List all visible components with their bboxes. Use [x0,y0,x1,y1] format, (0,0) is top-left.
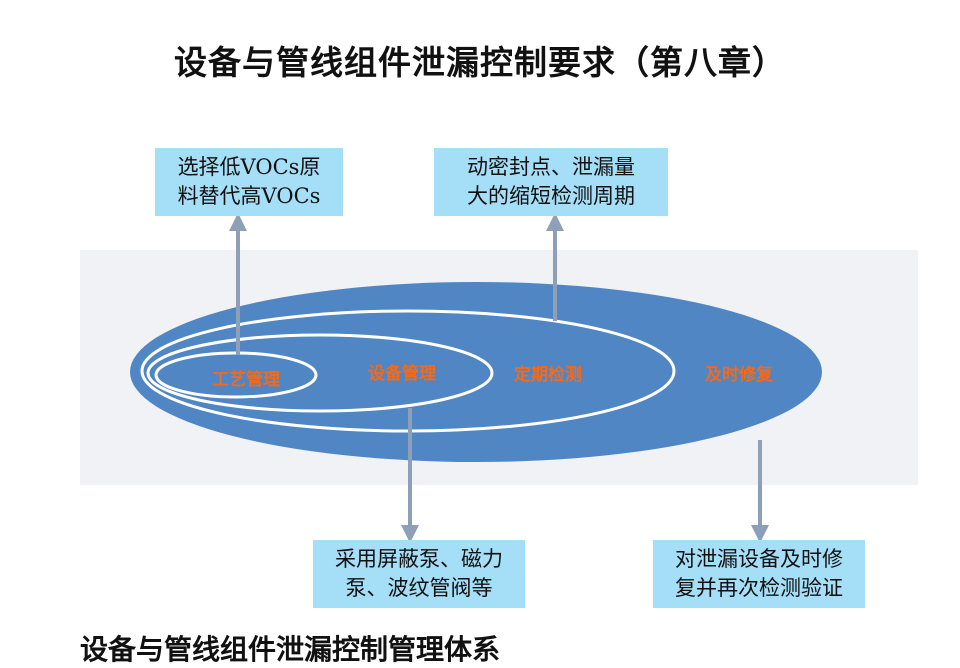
outer-ellipse-repair [130,282,822,462]
label-equipment-management: 设备管理 [368,364,436,384]
box-line: 采用屏蔽泵、磁力 [335,547,503,571]
box-line: 动密封点、泄漏量 [467,155,635,179]
box-line: 复并再次检测验证 [675,576,843,600]
box-low-voc-substitute: 选择低VOCs原 料替代高VOCs [155,148,343,216]
ring-equipment [146,333,494,413]
box-repair-and-verify: 对泄漏设备及时修 复并再次检测验证 [653,540,865,608]
box-shorten-inspection-cycle: 动密封点、泄漏量 大的缩短检测周期 [434,148,668,216]
box-line: 对泄漏设备及时修 [675,547,843,571]
label-timely-repair: 及时修复 [705,365,773,385]
box-sealless-pumps-valves: 采用屏蔽泵、磁力 泵、波纹管阀等 [313,540,525,608]
box-line: 泵、波纹管阀等 [345,576,493,600]
system-caption: 设备与管线组件泄漏控制管理体系 [80,633,501,666]
label-process-management: 工艺管理 [212,370,280,390]
box-line: 大的缩短检测周期 [467,184,635,208]
page-title: 设备与管线组件泄漏控制要求（第八章） [174,43,786,82]
box-line: 料替代高VOCs [177,184,321,208]
box-line: 选择低VOCs原 [177,155,321,179]
label-periodic-inspection: 定期检测 [514,365,582,385]
